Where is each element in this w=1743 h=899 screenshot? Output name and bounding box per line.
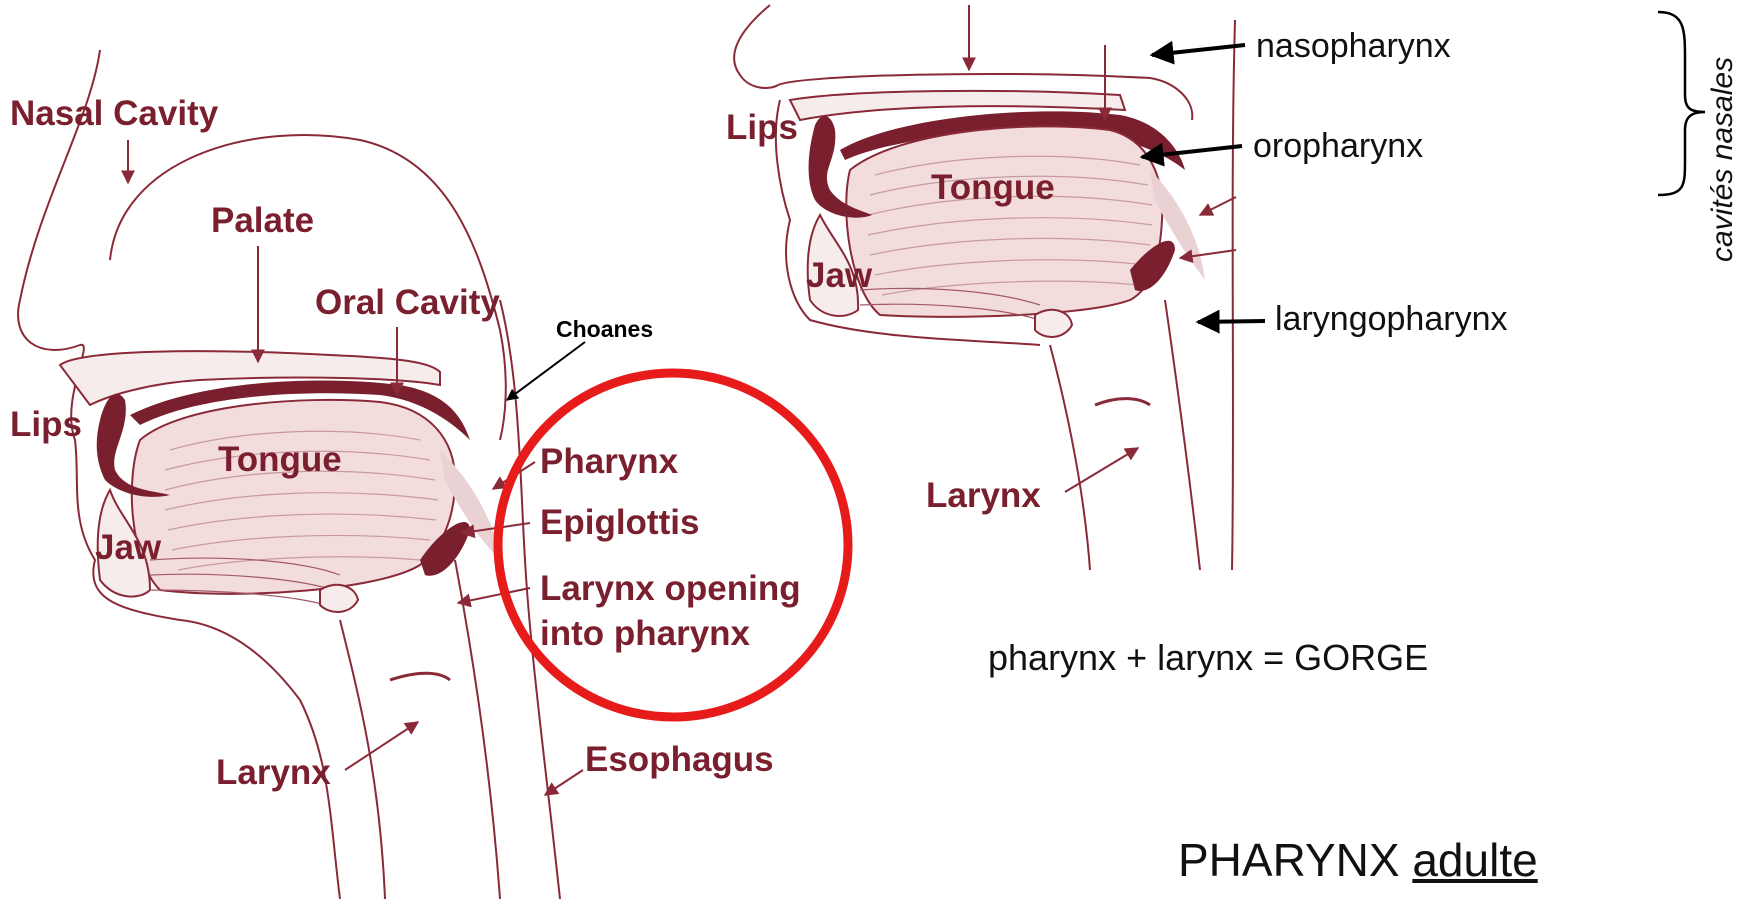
highlight-circle	[498, 373, 848, 717]
label-pharynx: Pharynx	[540, 444, 678, 479]
label-larynx-right: Larynx	[926, 478, 1041, 513]
page-title: PHARYNX adulte	[1178, 837, 1538, 883]
label-oral-cavity: Oral Cavity	[315, 285, 500, 320]
label-tongue: Tongue	[218, 442, 342, 477]
label-oropharynx: oropharynx	[1253, 129, 1423, 163]
label-lips: Lips	[10, 407, 82, 442]
label-nasopharynx: nasopharynx	[1256, 29, 1451, 63]
label-nasal-cavity: Nasal Cavity	[10, 96, 218, 131]
grouping-brace	[1658, 12, 1705, 195]
label-lips-right: Lips	[726, 110, 798, 145]
title-underlined: adulte	[1412, 834, 1537, 886]
label-palate: Palate	[211, 203, 314, 238]
label-jaw: Jaw	[95, 530, 161, 565]
label-larynx-left: Larynx	[216, 755, 331, 790]
label-cavites-nasales: cavités nasales	[1708, 57, 1738, 262]
label-laryngopharynx: laryngopharynx	[1275, 302, 1507, 336]
label-tongue-right: Tongue	[931, 170, 1055, 205]
label-larynx-opening-line1: Larynx opening	[540, 571, 801, 606]
choanes-arrow	[507, 342, 585, 400]
label-jaw-right: Jaw	[806, 258, 872, 293]
equation-text: pharynx + larynx = GORGE	[988, 640, 1428, 676]
label-epiglottis: Epiglottis	[540, 505, 699, 540]
label-choanes: Choanes	[556, 318, 653, 341]
title-main: PHARYNX	[1178, 834, 1400, 886]
label-esophagus: Esophagus	[585, 742, 774, 777]
label-larynx-opening-line2: into pharynx	[540, 616, 750, 651]
